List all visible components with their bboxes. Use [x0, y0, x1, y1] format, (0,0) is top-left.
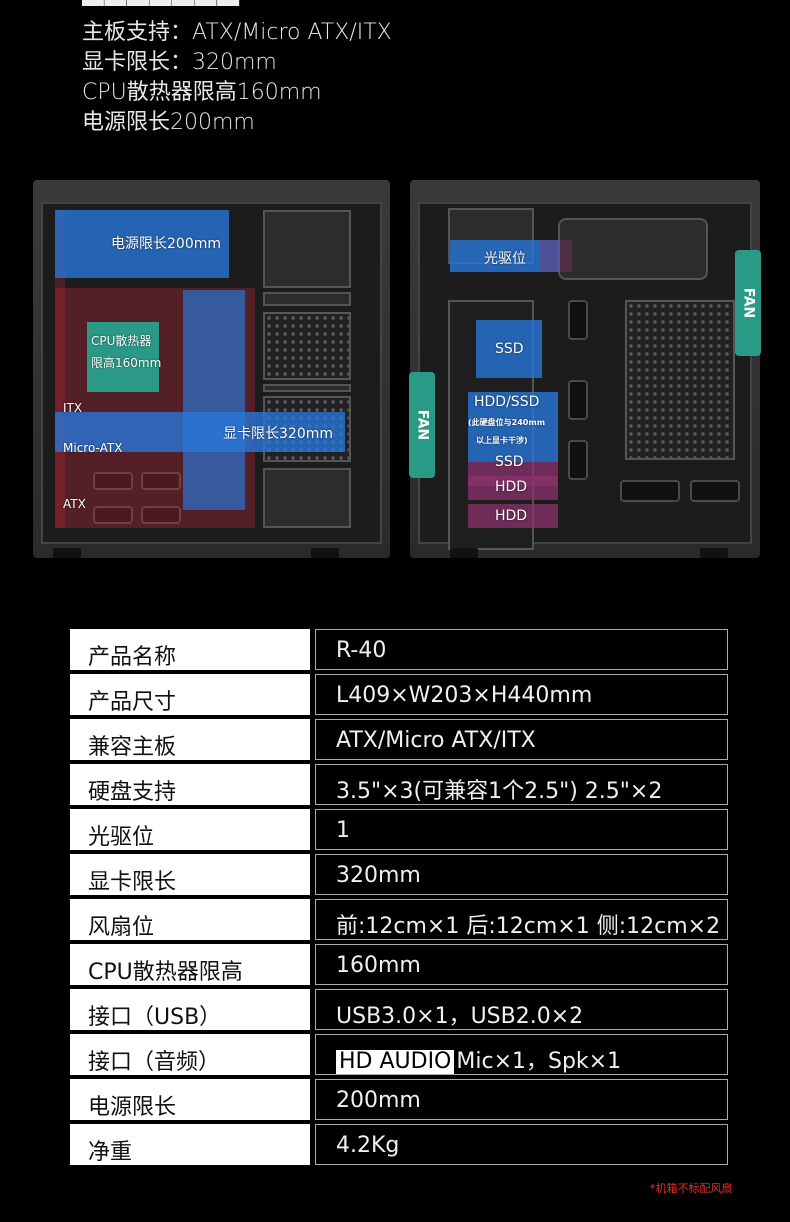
tray-cutout	[568, 380, 588, 420]
case-right-view: 光驱位 SSD HDD/SSD (此硬盘位与240mm 以上显卡干涉) SSD …	[410, 180, 760, 558]
table-row: 光驱位 1	[70, 809, 728, 854]
case-foot	[700, 548, 728, 558]
psu-zone	[55, 210, 229, 278]
case-left-view: 电源限长200mm CPU散热器 限高160mm ITX 显卡限长320mm M…	[33, 180, 390, 558]
table-key: CPU散热器限高	[70, 944, 310, 985]
spec-line-motherboard: 主板支持：ATX/Micro ATX/ITX	[82, 20, 392, 45]
table-value: 320mm	[315, 854, 728, 895]
table-row: 电源限长 200mm	[70, 1079, 728, 1124]
tray-cutout	[93, 472, 133, 490]
fan-tab-side-label: FAN	[740, 287, 757, 319]
table-value: ATX/Micro ATX/ITX	[315, 719, 728, 760]
spec-summary: 主板支持：ATX/Micro ATX/ITX 显卡限长：320mm CPU散热器…	[82, 18, 392, 138]
table-value: 1	[315, 809, 728, 850]
drive-bay	[263, 292, 351, 306]
gpu-vertical-zone	[183, 290, 245, 510]
table-value: R-40	[315, 629, 728, 670]
odd-zone	[450, 240, 560, 272]
audio-ports-value: Mic×1，Spk×1	[456, 1049, 622, 1074]
fan-tab-side: FAN	[735, 250, 761, 356]
cropped-heading-text: ▆▆▆▆▆▆▆	[82, 0, 272, 6]
interference-note-2: 以上显卡干涉)	[476, 436, 528, 445]
cpu-cooler-label-2: 限高160mm	[91, 356, 162, 370]
hdd1-zone	[468, 476, 558, 500]
table-row: 兼容主板 ATX/Micro ATX/ITX	[70, 719, 728, 764]
table-row: 风扇位 前:12cm×1 后:12cm×1 侧:12cm×2	[70, 899, 728, 944]
tray-cutout	[568, 300, 588, 340]
table-key: 光驱位	[70, 809, 310, 850]
table-row: CPU散热器限高 160mm	[70, 944, 728, 989]
hddssd-label: HDD/SSD	[474, 394, 540, 410]
tray-cutout	[93, 506, 133, 524]
matx-label: Micro-ATX	[63, 441, 123, 455]
spec-line-cpu-cooler: CPU散热器限高160mm	[82, 80, 322, 105]
table-value: L409×W203×H440mm	[315, 674, 728, 715]
tray-cutout	[141, 506, 181, 524]
odd-zone-tail	[540, 240, 572, 272]
table-key: 产品名称	[70, 629, 310, 670]
table-row: 接口（USB） USB3.0×1，USB2.0×2	[70, 989, 728, 1034]
drive-bay	[263, 468, 351, 528]
table-value: USB3.0×1，USB2.0×2	[315, 989, 728, 1030]
side-mesh-vent	[625, 300, 735, 460]
table-key: 显卡限长	[70, 854, 310, 895]
ssd-zone	[476, 320, 542, 378]
hddssd-zone	[468, 392, 558, 462]
hdd1-label: HDD	[495, 479, 528, 495]
gpu-limit-label: 显卡限长320mm	[223, 426, 333, 442]
table-key: 接口（USB）	[70, 989, 310, 1030]
hdd2-label: HDD	[495, 508, 528, 524]
odd-label: 光驱位	[484, 251, 526, 267]
atx-label: ATX	[63, 497, 86, 511]
tray-cutout	[568, 440, 588, 480]
itx-label: ITX	[63, 401, 83, 415]
interference-note-1: (此硬盘位与240mm	[468, 418, 546, 427]
table-value: 200mm	[315, 1079, 728, 1120]
cropped-heading: ▆▆▆▆▆▆▆	[82, 0, 272, 6]
table-key: 电源限长	[70, 1079, 310, 1120]
table-row: 产品尺寸 L409×W203×H440mm	[70, 674, 728, 719]
spec-line-psu: 电源限长200mm	[82, 110, 255, 135]
drive-bay	[263, 210, 351, 288]
table-key: 风扇位	[70, 899, 310, 940]
table-key: 接口（音频）	[70, 1034, 310, 1075]
table-key: 硬盘支持	[70, 764, 310, 805]
case-foot	[53, 548, 81, 558]
spec-table: 产品名称 R-40 产品尺寸 L409×W203×H440mm 兼容主板 ATX…	[70, 629, 728, 1169]
case-foot	[311, 548, 339, 558]
table-row: 显卡限长 320mm	[70, 854, 728, 899]
fan-tab-front: FAN	[409, 372, 435, 478]
table-row: 硬盘支持 3.5"×3(可兼容1个2.5") 2.5"×2	[70, 764, 728, 809]
table-value: 160mm	[315, 944, 728, 985]
table-value: 前:12cm×1 后:12cm×1 侧:12cm×2	[315, 899, 728, 940]
tray-cutout	[620, 480, 680, 502]
spec-line-gpu: 显卡限长：320mm	[82, 50, 277, 75]
tray-cutout	[690, 480, 740, 502]
hd-audio-badge: HD AUDIO	[336, 1050, 455, 1074]
table-row: 净重 4.2Kg	[70, 1124, 728, 1169]
table-key: 净重	[70, 1124, 310, 1165]
motherboard-edge-highlight	[55, 210, 65, 528]
fan-not-included-note: *机箱不标配风扇	[650, 1182, 733, 1195]
table-key: 产品尺寸	[70, 674, 310, 715]
tray-cutout	[141, 472, 181, 490]
fan-tab-front-label: FAN	[414, 409, 431, 441]
table-value: 3.5"×3(可兼容1个2.5") 2.5"×2	[315, 764, 728, 805]
table-value: 4.2Kg	[315, 1124, 728, 1165]
ssd2-label: SSD	[495, 454, 524, 470]
mesh-vent	[263, 312, 351, 380]
ssd-label: SSD	[495, 341, 524, 357]
cpu-cooler-zone	[87, 322, 159, 392]
rear-panel	[558, 218, 708, 280]
case-foot	[450, 548, 478, 558]
hdd2-zone	[468, 504, 558, 528]
psu-limit-label: 电源限长200mm	[111, 236, 221, 252]
drive-bay	[263, 384, 351, 392]
cpu-cooler-label-1: CPU散热器	[91, 334, 152, 348]
gpu-zone	[55, 412, 345, 452]
table-key: 兼容主板	[70, 719, 310, 760]
table-row: 产品名称 R-40	[70, 629, 728, 674]
